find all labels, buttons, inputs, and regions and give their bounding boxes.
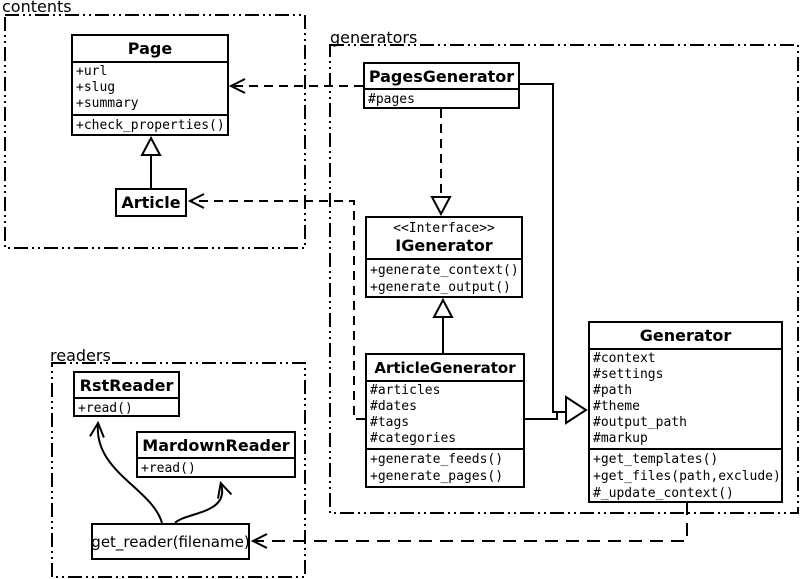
attribute-row: +summary — [76, 96, 139, 111]
attribute-row: #pages — [368, 92, 415, 107]
method-row: #_update_context() — [593, 486, 734, 501]
class-title-pagesgenerator: PagesGenerator — [365, 64, 518, 90]
inheritance-line-pagesgenerator-to-generator — [520, 83, 565, 413]
hollow-triangle-page-bottom — [140, 135, 162, 156]
attributes-compartment-page: +url +slug +summary — [73, 63, 227, 116]
package-label-contents: contents — [2, 0, 72, 16]
attribute-row: #output_path — [593, 415, 687, 430]
class-box-mardownreader: MardownReader +read() — [136, 431, 296, 478]
attribute-row: #categories — [370, 431, 457, 446]
method-row: +read() — [78, 401, 133, 416]
class-title-mardownreader: MardownReader — [138, 433, 294, 459]
dependency-arrow-articlegenerator-to-article — [187, 193, 365, 420]
method-row: +get_files(path,exclude) — [593, 469, 781, 484]
attribute-row: #settings — [593, 367, 664, 382]
package-frame-readers — [51, 362, 306, 578]
class-title-articlegenerator: ArticleGenerator — [367, 355, 523, 382]
package-frame-generators — [329, 44, 799, 514]
package-label-generators: generators — [330, 28, 418, 47]
attribute-row: #path — [593, 383, 633, 398]
attribute-row: #markup — [593, 431, 648, 446]
class-title-rstreader: RstReader — [75, 373, 178, 399]
class-box-generator: Generator #context #settings #path #them… — [588, 321, 783, 503]
attribute-row: #context — [593, 351, 656, 366]
attributes-compartment-pagesgenerator: #pages — [365, 90, 518, 109]
attributes-compartment-articlegenerator: #articles #dates #tags #categories — [367, 382, 523, 450]
class-box-rstreader: RstReader +read() — [73, 371, 180, 417]
methods-compartment-generator: +get_templates() +get_files(path,exclude… — [590, 450, 781, 502]
class-box-article: Article — [115, 188, 187, 217]
curved-arrow-get-reader-to-mardownreader — [174, 480, 233, 524]
function-box-get-reader: get_reader(filename) — [91, 523, 250, 560]
attributes-compartment-generator: #context #settings #path #theme #output_… — [590, 350, 781, 450]
class-title-igenerator: <<Interface>> IGenerator — [367, 218, 521, 260]
methods-compartment-igenerator: +generate_context() +generate_output() — [367, 260, 521, 296]
curved-arrow-get-reader-to-rstreader — [89, 420, 163, 524]
class-title-article: Article — [121, 193, 181, 212]
method-row: +generate_feeds() — [370, 452, 504, 467]
methods-compartment-articlegenerator: +generate_feeds() +generate_pages() — [367, 450, 523, 485]
class-box-page: Page +url +slug +summary +check_properti… — [71, 34, 229, 136]
hollow-triangle-igenerator-top — [430, 196, 452, 217]
attribute-row: +url — [76, 64, 108, 79]
hollow-triangle-igenerator-bottom — [432, 297, 454, 318]
package-label-readers: readers — [50, 346, 111, 365]
attribute-row: +slug — [76, 80, 116, 95]
method-row: +read() — [141, 461, 196, 476]
class-box-igenerator: <<Interface>> IGenerator +generate_conte… — [365, 216, 523, 298]
method-row: +check_properties() — [76, 118, 225, 133]
method-row: +generate_pages() — [370, 469, 504, 484]
attribute-row: #theme — [593, 399, 640, 414]
methods-compartment-rstreader: +read() — [75, 399, 178, 418]
method-row: +generate_output() — [370, 280, 511, 295]
inheritance-line-articlegenerator-to-generator — [525, 412, 558, 420]
methods-compartment-mardownreader: +read() — [138, 459, 294, 478]
hollow-triangle-generator-left — [565, 395, 588, 425]
attribute-row: #dates — [370, 399, 417, 414]
attribute-row: #tags — [370, 415, 410, 430]
class-title-generator: Generator — [590, 323, 781, 350]
method-row: +get_templates() — [593, 452, 719, 467]
methods-compartment-page: +check_properties() — [73, 116, 227, 134]
dependency-arrow-generator-to-get-reader — [250, 502, 688, 549]
attribute-row: #articles — [370, 383, 441, 398]
package-frame-contents — [4, 14, 306, 249]
class-title-text: IGenerator — [395, 235, 493, 255]
class-box-pagesgenerator: PagesGenerator #pages — [363, 62, 520, 109]
stereotype-interface: <<Interface>> — [393, 220, 495, 236]
class-box-articlegenerator: ArticleGenerator #articles #dates #tags … — [365, 353, 525, 488]
class-title-page: Page — [73, 36, 227, 63]
method-row: +generate_context() — [370, 263, 519, 278]
function-label: get_reader(filename) — [91, 532, 250, 551]
